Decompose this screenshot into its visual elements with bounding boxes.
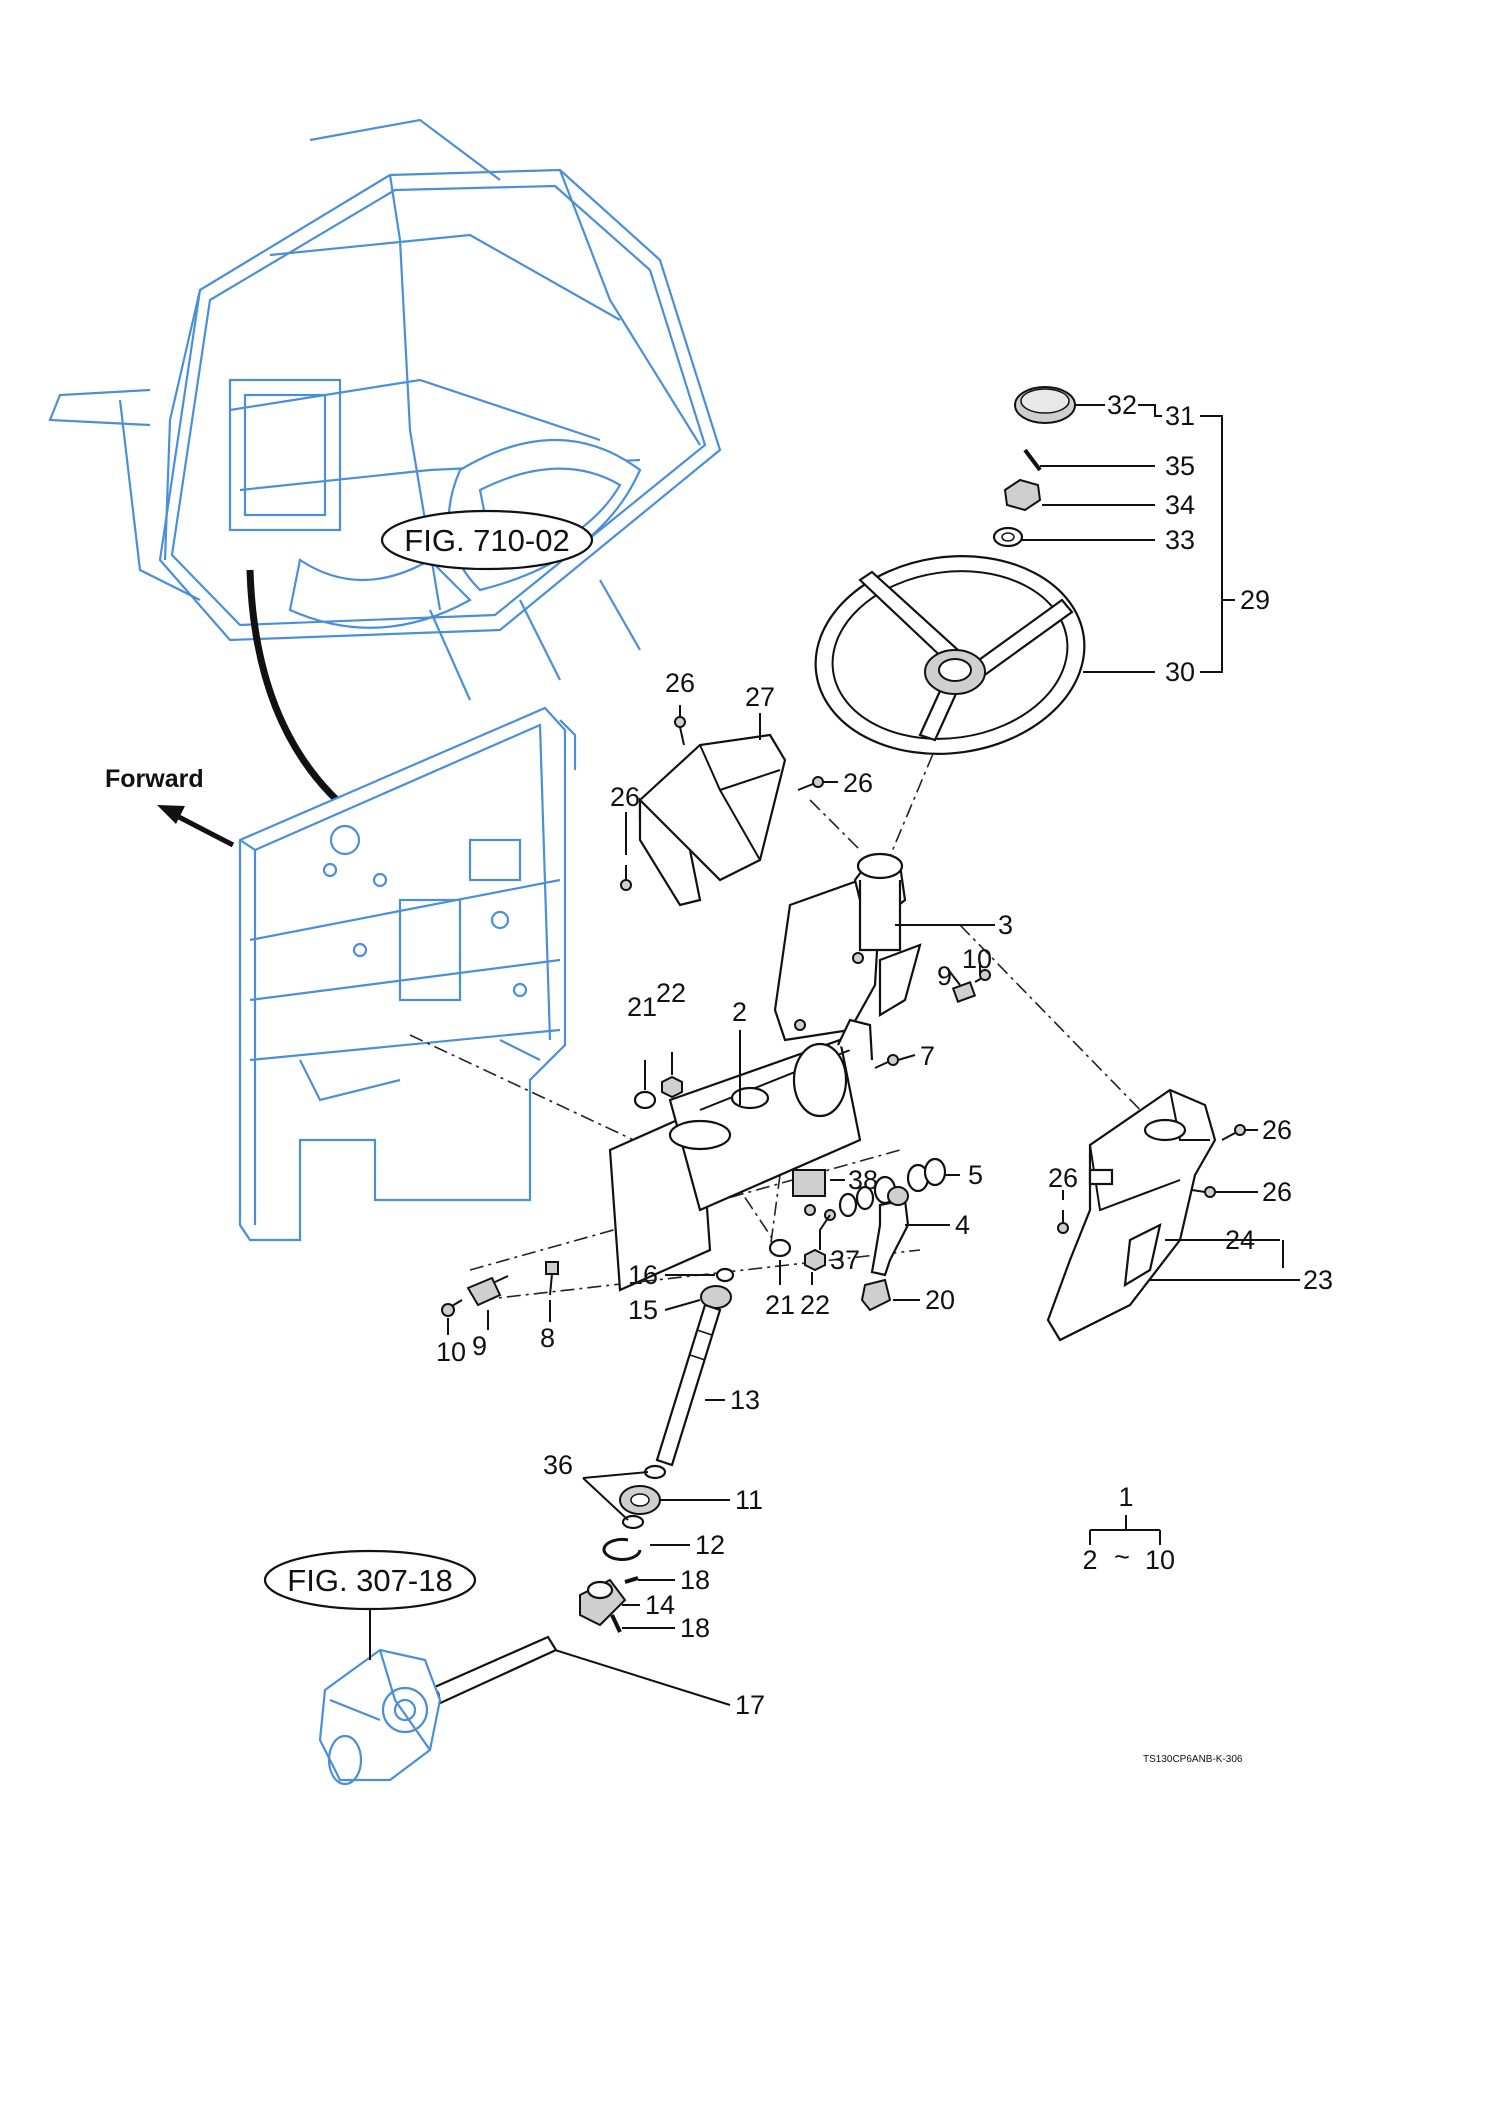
callout-22-lower: 22	[800, 1290, 830, 1320]
bushing-part-9-upper	[951, 981, 977, 1003]
callout-26-left: 26	[610, 782, 640, 812]
callout-31: 31	[1165, 401, 1195, 431]
legend-to-number: 10	[1145, 1545, 1175, 1575]
callout-4: 4	[955, 1210, 970, 1240]
switch-part-38	[792, 1169, 826, 1197]
callout-38: 38	[848, 1165, 878, 1195]
callout-21-lower: 21	[765, 1290, 795, 1320]
cab-to-panel-arrow	[246, 569, 363, 823]
shaft-part-17	[423, 1635, 558, 1707]
callout-36: 36	[543, 1450, 573, 1480]
bearing-part-11	[619, 1485, 661, 1515]
gearbox-drawing	[318, 1648, 442, 1786]
bracket-part-3	[773, 852, 922, 1042]
callout-37: 37	[830, 1245, 860, 1275]
callout-18-lower: 18	[680, 1613, 710, 1643]
callout-12: 12	[695, 1530, 725, 1560]
nut-part-34	[1003, 478, 1042, 512]
forward-label: Forward	[105, 765, 204, 793]
callout-18-upper: 18	[680, 1565, 710, 1595]
washer-part-21-lower	[768, 1238, 792, 1258]
washer-part-33-hole	[1001, 532, 1015, 542]
fig-710-02-label: FIG. 710-02	[404, 523, 569, 558]
lever-part-4	[870, 1186, 910, 1277]
callout-15: 15	[628, 1295, 658, 1325]
washer-part-21-upper	[633, 1090, 657, 1110]
ring-part-16	[715, 1267, 735, 1283]
callout-9-lower: 9	[472, 1331, 487, 1361]
callout-26-cover-right: 26	[1262, 1177, 1292, 1207]
nut-part-22-upper	[661, 1075, 683, 1099]
nut-part-22-lower	[804, 1248, 826, 1272]
callout-20: 20	[925, 1285, 955, 1315]
callout-32: 32	[1107, 390, 1137, 420]
column-housing-part-2	[608, 1018, 874, 1292]
universal-joint-part-14	[579, 1578, 627, 1627]
legend-from-number: 2	[1082, 1545, 1097, 1575]
bolt-part-7	[874, 1054, 899, 1069]
callout-26-cover-left: 26	[1048, 1163, 1078, 1193]
screw-part-26-cover-right	[1191, 1186, 1216, 1198]
forward-arrowhead	[157, 805, 185, 824]
callout-29: 29	[1240, 585, 1270, 615]
fig-307-18-label: FIG. 307-18	[287, 1563, 452, 1598]
leader-lines	[447, 404, 1300, 1706]
callout-26-right: 26	[843, 768, 873, 798]
callout-35: 35	[1165, 451, 1195, 481]
callout-21-upper: 21	[627, 992, 657, 1022]
callout-26-cover-top: 26	[1262, 1115, 1292, 1145]
screw-part-26-right	[797, 776, 824, 791]
legend-bracket: 1 2 ~ 10	[1082, 1482, 1175, 1575]
callout-11: 11	[735, 1485, 763, 1515]
callout-7: 7	[920, 1041, 935, 1071]
callout-33: 33	[1165, 525, 1195, 555]
drawing-code: TS130CP6ANB-K-306	[1143, 1754, 1243, 1765]
steering-wheel	[814, 555, 1086, 755]
snap-ring-part-12	[602, 1537, 642, 1561]
callout-34: 34	[1165, 490, 1195, 520]
callout-24: 24	[1225, 1225, 1255, 1255]
dash-panel-drawing	[238, 706, 577, 1242]
screw-part-26-cover-left	[1057, 1210, 1069, 1234]
callout-13: 13	[730, 1385, 760, 1415]
callout-17: 17	[735, 1690, 765, 1720]
bushing-part-9-lower	[466, 1275, 509, 1307]
upper-cover-part-27	[638, 733, 787, 907]
callout-16: 16	[628, 1260, 658, 1290]
callout-30: 30	[1165, 657, 1195, 687]
callout-23: 23	[1303, 1265, 1333, 1295]
callout-2: 2	[732, 997, 747, 1027]
callout-numbers: 32 31 35 34 33 29 30 26 27 26 26 3 9 10 …	[436, 390, 1333, 1720]
callout-27: 27	[745, 682, 775, 712]
lower-cover-part-24	[1046, 1088, 1217, 1342]
screw-part-26-cover-top	[1221, 1124, 1246, 1141]
screw-part-37	[804, 1204, 836, 1221]
callout-10-upper: 10	[962, 944, 992, 974]
bolt-part-8	[545, 1261, 559, 1296]
forward-arrow	[173, 812, 235, 848]
shaft-part-13	[655, 1303, 722, 1467]
callout-3: 3	[998, 910, 1013, 940]
bolt-part-10-lower	[441, 1299, 463, 1317]
callout-14: 14	[645, 1590, 675, 1620]
pin-part-18-upper	[624, 1576, 639, 1584]
callout-8: 8	[540, 1323, 555, 1353]
screw-part-26-top	[674, 716, 686, 746]
legend-top-number: 1	[1118, 1482, 1133, 1512]
cab-frame-drawing	[48, 118, 722, 701]
callout-22-upper: 22	[656, 978, 686, 1008]
pin-part-35	[1023, 448, 1042, 472]
knob-part-20	[860, 1278, 892, 1312]
fig-710-02-ellipse	[380, 509, 594, 571]
legend-tilde: ~	[1114, 1542, 1130, 1572]
callout-5: 5	[968, 1160, 983, 1190]
screw-part-26-left	[620, 865, 632, 891]
callout-10-lower: 10	[436, 1337, 466, 1367]
callout-26-top: 26	[665, 668, 695, 698]
pin-part-18-lower	[610, 1614, 622, 1633]
cap-part-32-top	[1020, 388, 1070, 414]
callout-9-upper: 9	[937, 961, 952, 991]
